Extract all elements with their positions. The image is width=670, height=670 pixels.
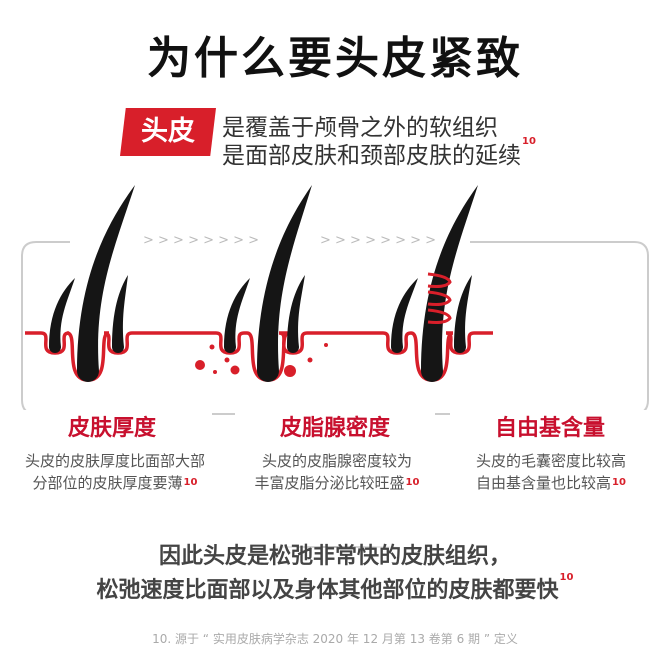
desc-line: 丰富皮脂分泌比较旺盛 xyxy=(254,474,405,492)
sebum-dot xyxy=(209,344,215,350)
small-hair xyxy=(391,278,418,353)
desc-line: 自由基含量也比较高 xyxy=(476,474,612,492)
hair-shaft xyxy=(421,185,478,382)
footnote: 10. 源于 “ 实用皮肤病学杂志 2020 年 12 月第 13 卷第 6 期… xyxy=(152,632,518,646)
feature-heading-sebaceous: 皮脂腺密度 xyxy=(235,410,435,442)
scalp-tag: 头皮 xyxy=(120,108,216,156)
desc-line: 头皮的皮脂腺密度较为 xyxy=(261,452,412,470)
sebum-dot xyxy=(307,357,313,363)
conclusion-text: 松弛速度比面部以及身体其他部位的皮肤都要快 xyxy=(96,578,559,603)
intro-line-1: 是覆盖于颅骨之外的软组织 xyxy=(222,115,498,141)
reference-mark: 10 xyxy=(183,477,198,488)
hair-shaft xyxy=(257,185,312,382)
conclusion-line-2: 松弛速度比面部以及身体其他部位的皮肤都要快10 xyxy=(0,572,670,604)
conclusion-line-1: 因此头皮是松弛非常快的皮肤组织， xyxy=(158,544,511,569)
feature-desc-radicals: 头皮的毛囊密度比较高 自由基含量也比较高10 xyxy=(436,450,666,494)
feature-heading-radicals: 自由基含量 xyxy=(450,410,650,442)
reference-mark: 10 xyxy=(522,136,536,147)
radical-ring xyxy=(427,272,452,288)
feature-desc-sebaceous: 头皮的皮脂腺密度较为 丰富皮脂分泌比较旺盛10 xyxy=(222,450,452,494)
divider xyxy=(270,546,400,548)
sebum-dot xyxy=(230,365,240,375)
intro-line-2-text: 是面部皮肤和颈部皮肤的延续 xyxy=(222,143,521,169)
sebum-dot xyxy=(213,370,217,374)
desc-line: 头皮的皮肤厚度比面部大部 xyxy=(24,452,205,470)
arrows-2: > > > > > > > > xyxy=(320,233,436,248)
sebum-dot xyxy=(324,343,328,347)
hair-shaft xyxy=(77,185,135,382)
small-hair xyxy=(112,275,128,353)
small-hair xyxy=(454,275,472,353)
sebum-dot xyxy=(284,365,296,377)
sebum-dot xyxy=(224,357,230,363)
small-hair xyxy=(224,278,250,353)
page-title: 为什么要头皮紧致 xyxy=(147,33,523,84)
arrows-1: > > > > > > > > xyxy=(143,233,259,248)
feature-desc-thickness: 头皮的皮肤厚度比面部大部 分部位的皮肤厚度要薄10 xyxy=(0,450,230,494)
desc-line: 分部位的皮肤厚度要薄 xyxy=(32,474,183,492)
small-hair xyxy=(49,278,75,353)
small-hair xyxy=(287,275,305,353)
feature-heading-thickness: 皮肤厚度 xyxy=(12,410,212,442)
radical-ring xyxy=(427,290,452,306)
radical-ring xyxy=(427,308,452,324)
intro-line-2: 是面部皮肤和颈部皮肤的延续10 xyxy=(222,136,536,170)
reference-mark: 10 xyxy=(405,477,420,488)
reference-mark: 10 xyxy=(559,572,574,583)
desc-line: 头皮的毛囊密度比较高 xyxy=(475,452,626,470)
reference-mark: 10 xyxy=(612,477,626,488)
sebum-dot xyxy=(195,360,205,370)
